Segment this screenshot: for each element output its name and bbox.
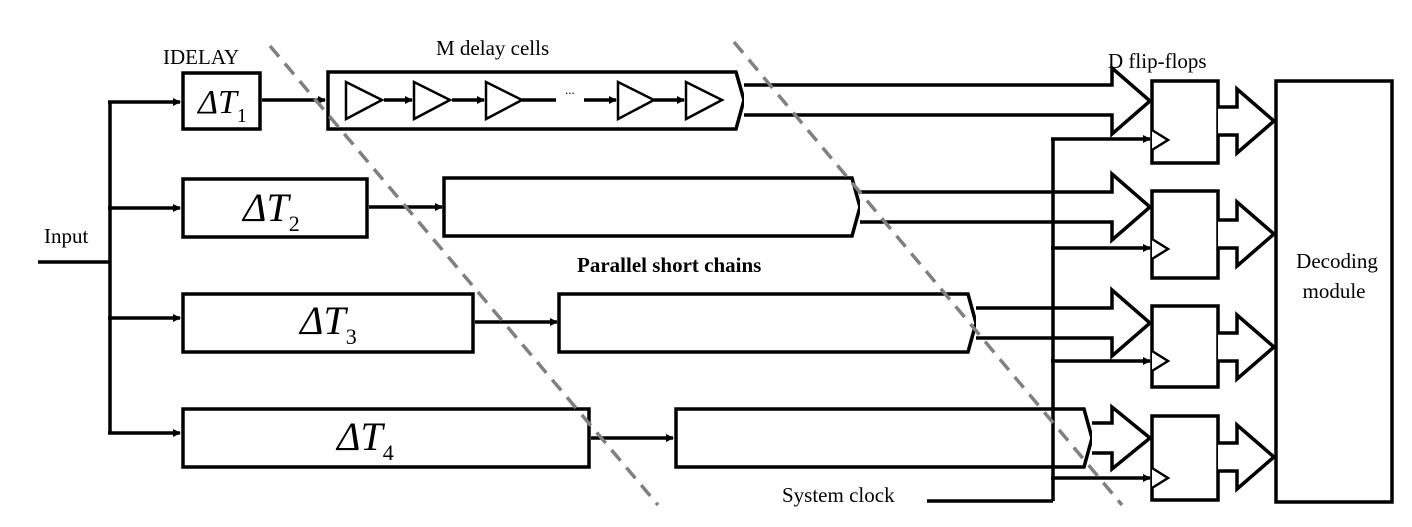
idelay-label: IDELAY [163, 45, 239, 69]
svg-text:ΔT4: ΔT4 [335, 414, 394, 465]
delta-symbol: ΔT [335, 414, 385, 459]
m-delay-cells-label: M delay cells [436, 36, 549, 60]
input-bus [38, 98, 181, 437]
svg-text:ΔT2: ΔT2 [241, 185, 300, 236]
ff-output-buses [1218, 85, 1277, 493]
delay-chain-2 [442, 176, 862, 238]
delta-symbol: ΔT [196, 84, 239, 121]
delay-chain-4 [674, 407, 1094, 469]
d-flip-flops-label: D flip-flops [1108, 49, 1207, 73]
delta-index: 3 [346, 324, 357, 349]
timing-boundaries [268, 40, 1124, 507]
delay-element-2: ΔT2 [181, 177, 369, 239]
delay-element-1: ΔT1 [181, 71, 262, 131]
ellipsis: ... [565, 82, 575, 97]
flip-flop-3 [1150, 304, 1220, 389]
decoding-label-line1: Decoding [1296, 249, 1378, 273]
flip-flop-1 [1150, 79, 1220, 165]
buffer-cells: ... [344, 79, 725, 122]
input-label: Input [44, 224, 88, 248]
delta-index: 2 [289, 211, 300, 236]
clock-bus [927, 135, 1151, 503]
delay-chain-3 [557, 292, 978, 354]
delta-symbol: ΔT [298, 298, 348, 343]
flip-flop-4 [1150, 414, 1220, 502]
system-clock-label: System clock [782, 483, 895, 507]
delta-index: 1 [237, 105, 247, 127]
parallel-chains-label: Parallel short chains [577, 253, 761, 277]
svg-text:ΔT3: ΔT3 [298, 298, 357, 349]
delay-element-4: ΔT4 [181, 407, 591, 469]
svg-text:ΔT1: ΔT1 [196, 84, 247, 127]
flip-flop-2 [1150, 189, 1220, 280]
chain-output-buses [744, 64, 1153, 473]
delta-symbol: ΔT [241, 185, 291, 230]
decoding-module: Decoding module [1274, 79, 1394, 504]
delay-chain-1: ... [326, 70, 746, 131]
delta-index: 4 [383, 440, 394, 465]
decoding-label-line2: module [1303, 279, 1366, 303]
delay-element-3: ΔT3 [181, 292, 475, 354]
